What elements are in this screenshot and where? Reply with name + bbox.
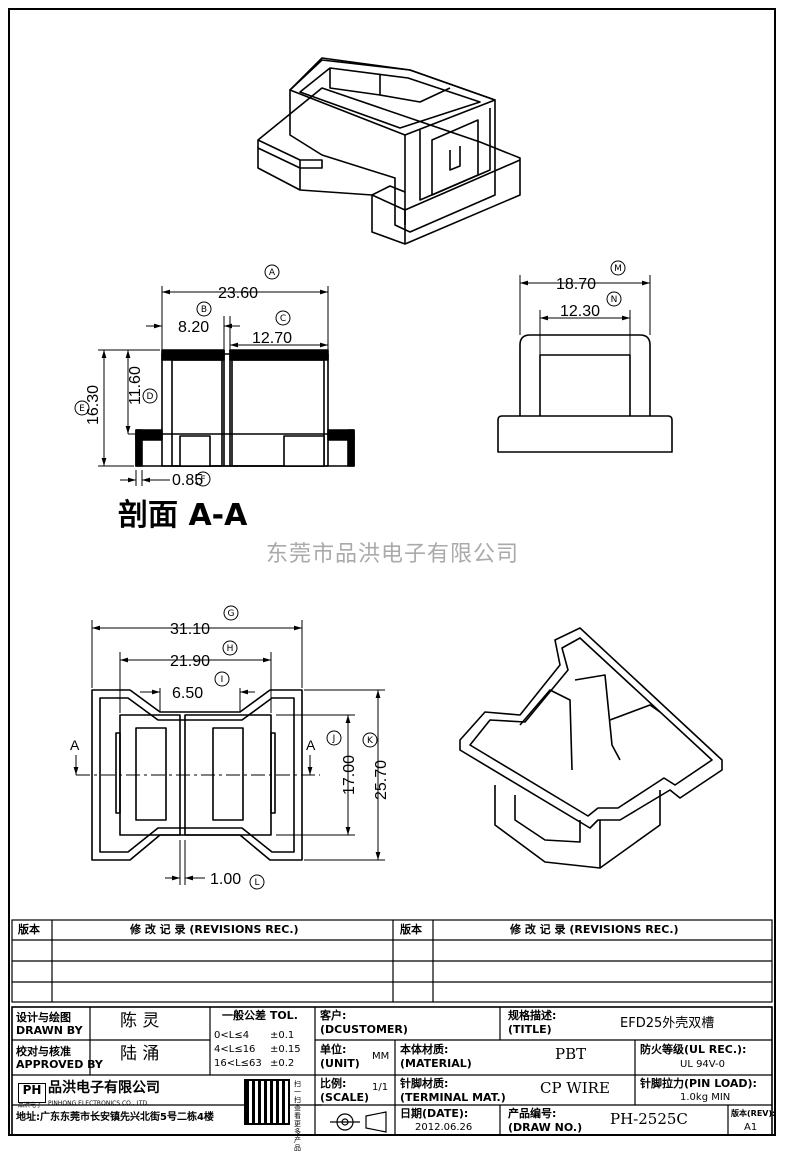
dim-k-text: 25.70 — [373, 760, 390, 800]
dim-j-text: 17.00 — [341, 755, 358, 795]
section-view-a-a — [135, 349, 355, 467]
dim-d-text: 11.60 — [127, 366, 144, 405]
dim-c-text: 12.70 — [252, 330, 292, 347]
title-block-grid — [11, 919, 773, 1136]
terminal-value: CP WIRE — [540, 1079, 610, 1097]
marker-n: N — [611, 295, 618, 305]
tol-title: 一般公差 TOL. — [222, 1009, 298, 1022]
dim-n-text: 12.30 — [560, 303, 600, 320]
dim-e-text: 16.30 — [85, 385, 102, 425]
marker-e: E — [79, 404, 85, 414]
material-value: PBT — [555, 1045, 587, 1063]
qr-side-text: 扫一扫查看更多产品 — [294, 1080, 301, 1152]
dim-i-text: 6.50 — [172, 685, 203, 702]
scale-label-en: (SCALE) — [320, 1091, 370, 1104]
company-logo: PH — [18, 1083, 46, 1103]
unit-label-en: (UNIT) — [320, 1057, 360, 1070]
title-value: EFD25外壳双槽 — [620, 1016, 715, 1031]
company-logo-sub: 品洪电子 — [18, 1102, 43, 1109]
dimension-text: 23.60 8.20 12.70 16.30 11.60 0.85 18.70 … — [70, 276, 600, 888]
watermark: 东莞市品洪电子有限公司 — [265, 542, 519, 567]
rev-rec-header-right: 修 改 记 录 (REVISIONS REC.) — [510, 923, 679, 936]
section-arrow-right-label: A — [306, 737, 316, 753]
pinload-value: 1.0kg MIN — [680, 1092, 731, 1103]
dim-b-text: 8.20 — [178, 319, 209, 336]
dim-g-text: 31.10 — [170, 621, 210, 638]
dim-a-text: 23.60 — [218, 285, 258, 302]
rev-value: A1 — [744, 1122, 758, 1133]
tol-value-2: ±0.15 — [270, 1044, 301, 1055]
check-label: 校对与核准 — [16, 1045, 71, 1058]
tol-range-3: 16<L≤63 — [214, 1058, 262, 1069]
fire-value: UL 94V-0 — [680, 1059, 726, 1070]
material-label-en: (MATERIAL) — [400, 1057, 472, 1070]
design-label: 设计与绘图 — [16, 1011, 71, 1024]
rev-header-right: 版本 — [400, 923, 422, 936]
rev-label: 版本(REV): — [731, 1109, 776, 1118]
terminal-label-en: (TERMINAL MAT.) — [400, 1091, 506, 1104]
qr-code — [244, 1079, 290, 1125]
tol-value-3: ±0.2 — [270, 1058, 295, 1069]
dim-h-text: 21.90 — [170, 653, 210, 670]
customer-label: 客户: — [320, 1009, 347, 1022]
tol-value-1: ±0.1 — [270, 1030, 295, 1041]
title-label-en: (TITLE) — [508, 1023, 552, 1036]
unit-label: 单位: — [320, 1043, 347, 1056]
fire-label: 防火等级(UL REC.): — [640, 1043, 747, 1056]
title-label: 规格描述: — [508, 1009, 557, 1022]
customer-label-en: (DCUSTOMER) — [320, 1023, 408, 1036]
drawno-value: PH-2525C — [610, 1110, 688, 1128]
marker-i: I — [221, 675, 224, 685]
scale-label: 比例: — [320, 1077, 347, 1090]
dimension-markers: A B C D E F M N G H I J K L — [74, 260, 626, 890]
marker-l: L — [254, 878, 259, 888]
terminal-label: 针脚材质: — [400, 1077, 449, 1090]
date-label: 日期(DATE): — [400, 1107, 469, 1120]
side-view — [497, 334, 673, 453]
marker-a: A — [269, 268, 276, 278]
marker-h: H — [227, 644, 234, 654]
pinload-label: 针脚拉力(PIN LOAD): — [640, 1077, 757, 1090]
design-label-en: DRAWN BY — [16, 1024, 83, 1037]
marker-b: B — [201, 305, 207, 315]
marker-m: M — [614, 264, 622, 274]
drawno-label-en: (DRAW NO.) — [508, 1121, 583, 1134]
rev-header-left: 版本 — [18, 923, 40, 936]
dim-f-text: 0.85 — [172, 472, 203, 489]
marker-j: J — [332, 734, 336, 744]
marker-f: F — [200, 475, 205, 485]
design-name: 陈 灵 — [120, 1011, 160, 1031]
section-arrow-left-label: A — [70, 737, 80, 753]
iso-view-bottom — [459, 627, 723, 869]
company-name-en: PINHONG ELECTRONICS CO., LTD. — [48, 1100, 150, 1107]
marker-c: C — [280, 314, 286, 324]
drawno-label: 产品编号: — [508, 1107, 557, 1120]
iso-view-top — [257, 57, 521, 245]
tol-range-1: 0<L≤4 — [214, 1030, 250, 1041]
marker-d: D — [147, 392, 154, 402]
dimension-lines — [73, 275, 651, 885]
material-label: 本体材质: — [400, 1043, 449, 1056]
address: 地址:广东东莞市长安镇先兴北街5号二栋4楼 — [16, 1112, 214, 1123]
date-value: 2012.06.26 — [415, 1122, 473, 1133]
marker-k: K — [367, 736, 374, 746]
unit-value: MM — [372, 1051, 390, 1062]
check-name: 陆 涌 — [120, 1044, 160, 1064]
dim-m-text: 18.70 — [556, 276, 596, 293]
dim-l-text: 1.00 — [210, 871, 241, 888]
section-label: 剖面 A-A — [118, 498, 248, 533]
marker-g: G — [228, 609, 235, 619]
scale-value: 1/1 — [372, 1082, 389, 1093]
company-name: 品洪电子有限公司 — [48, 1080, 160, 1096]
check-label-en: APPROVED BY — [16, 1058, 103, 1071]
rev-rec-header-left: 修 改 记 录 (REVISIONS REC.) — [130, 923, 299, 936]
tol-range-2: 4<L≤16 — [214, 1044, 256, 1055]
